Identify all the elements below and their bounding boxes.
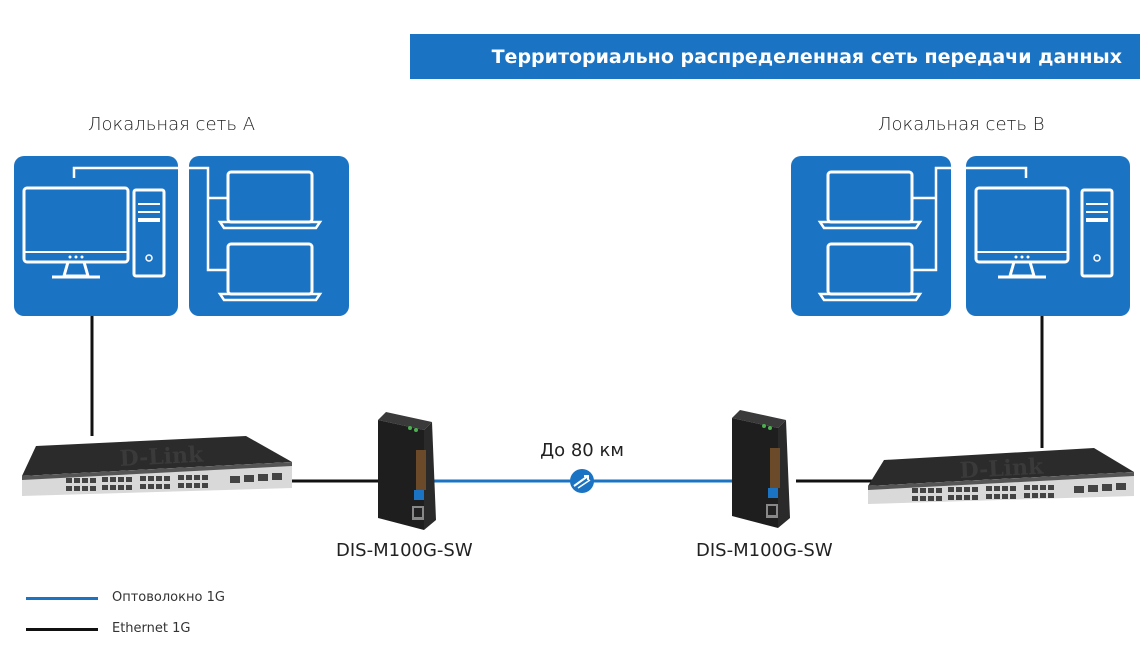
converter-left-label: DIS-M100G-SW (336, 540, 473, 561)
pc-tile-b (966, 156, 1130, 316)
media-converter-left (378, 412, 436, 530)
switch-a-logo: D-Link (119, 442, 205, 472)
switch-b-logo: D-Link (959, 454, 1045, 484)
converter-right-label: DIS-M100G-SW (696, 540, 833, 561)
legend-fiber-swatch (26, 597, 98, 600)
legend-ethernet-swatch (26, 628, 98, 631)
wan-title-banner: Территориально распределенная сеть перед… (410, 34, 1140, 79)
media-converter-right (732, 410, 790, 528)
pc-tile-a (14, 156, 178, 316)
fiber-link-icon (570, 469, 594, 493)
local-network-b-label: Локальная сеть B (878, 114, 1045, 135)
wan-title: Территориально распределенная сеть перед… (491, 45, 1122, 68)
laptops-tile-b (791, 156, 951, 316)
distance-label: До 80 км (540, 440, 624, 461)
legend-fiber-label: Оптоволокно 1G (112, 590, 225, 605)
switch-a: D-Link (22, 436, 292, 496)
local-network-a-label: Локальная сеть A (88, 114, 256, 135)
legend-ethernet-label: Ethernet 1G (112, 621, 191, 636)
laptops-tile-a (189, 156, 349, 316)
switch-b: D-Link (868, 448, 1134, 504)
